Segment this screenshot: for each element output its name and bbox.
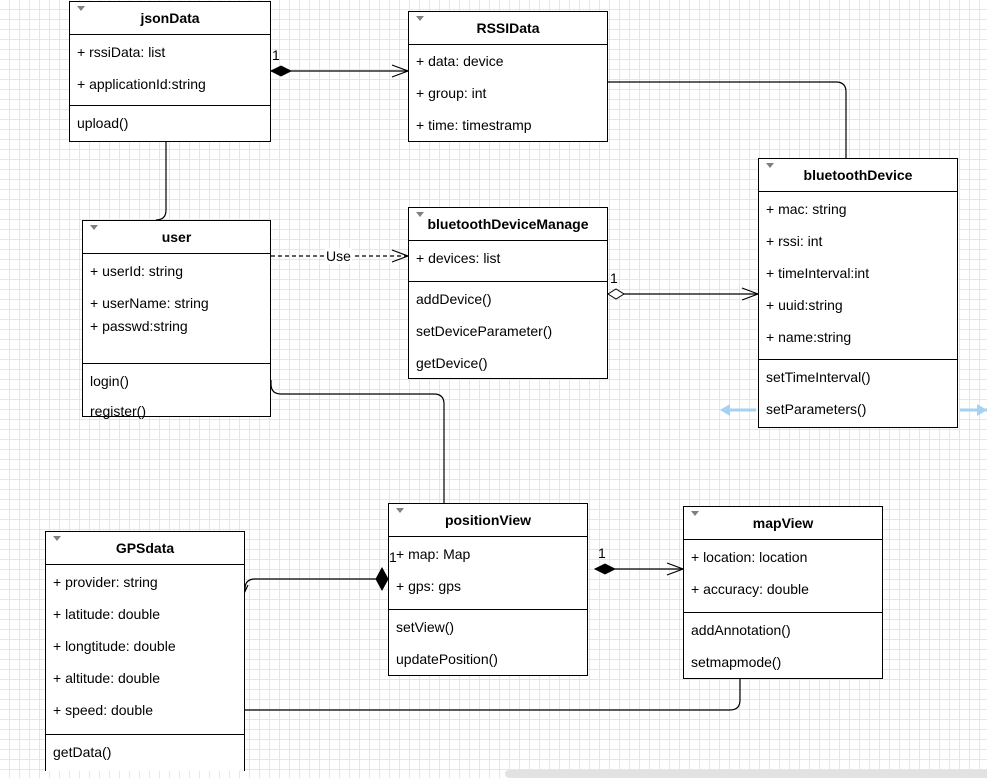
attribute-map[interactable]: + map: Map	[396, 546, 471, 562]
attribute-applicationid[interactable]: + applicationId:string	[77, 76, 206, 92]
multiplicity-position-map: 1	[598, 545, 606, 561]
attributes-section: + userId: string + userName: string + pa…	[83, 254, 270, 364]
class-name: GPSdata	[115, 540, 175, 556]
collapse-triangle-icon[interactable]	[53, 536, 61, 541]
selection-arrow-right[interactable]	[960, 404, 987, 416]
attribute-rssi[interactable]: + rssi: int	[766, 233, 823, 249]
horizontal-scrollbar[interactable]	[505, 770, 987, 778]
attribute-altitude[interactable]: + altitude: double	[53, 670, 161, 686]
class-gpsdata[interactable]: GPSdata + provider: string + latitude: d…	[45, 531, 245, 771]
attribute-name[interactable]: + name:string	[766, 329, 852, 345]
attributes-section: + map: Map + gps: gps	[389, 537, 587, 610]
attribute-timeinterval[interactable]: + timeInterval:int	[766, 265, 870, 281]
collapse-triangle-icon[interactable]	[766, 163, 774, 168]
methods-section: setView() updatePosition()	[389, 610, 587, 680]
positionview-diamond	[375, 566, 389, 592]
class-name: positionView	[444, 512, 532, 528]
class-name: bluetoothDeviceManage	[427, 216, 589, 232]
class-name: jsonData	[140, 10, 200, 26]
collapse-triangle-icon[interactable]	[90, 225, 98, 230]
method-login[interactable]: login()	[90, 373, 129, 389]
collapse-triangle-icon[interactable]	[416, 212, 424, 217]
method-setdeviceparameter[interactable]: setDeviceParameter()	[416, 323, 553, 339]
method-setview[interactable]: setView()	[396, 619, 455, 635]
attribute-passwd[interactable]: + passwd:string	[90, 318, 188, 334]
class-user[interactable]: user + userId: string + userName: string…	[82, 220, 271, 419]
class-name: bluetoothDevice	[803, 167, 913, 183]
methods-section: login() register()	[83, 364, 270, 426]
class-jsondata[interactable]: jsonData + rssiData: list + applicationI…	[69, 1, 271, 142]
attribute-location[interactable]: + location: location	[691, 549, 808, 565]
class-name: RSSIData	[476, 20, 540, 36]
method-getdevice[interactable]: getDevice()	[416, 355, 488, 371]
collapse-triangle-icon[interactable]	[416, 16, 424, 21]
edge-positionview-gpsdata[interactable]	[240, 578, 388, 601]
methods-section: addAnnotation() setmapmode()	[684, 613, 882, 683]
methods-section: setTimeInterval() setParameters()	[759, 360, 957, 430]
multiplicity-manage-device: 1	[610, 270, 618, 286]
class-bluetoothdevicemanage[interactable]: bluetoothDeviceManage + devices: list ad…	[408, 207, 608, 379]
attributes-section: + mac: string + rssi: int + timeInterval…	[759, 192, 957, 360]
class-name: mapView	[752, 515, 814, 531]
attributes-section: + devices: list	[409, 241, 607, 282]
attribute-time[interactable]: + time: timestramp	[416, 117, 532, 133]
attribute-speed[interactable]: + speed: double	[53, 702, 154, 718]
method-register[interactable]: register()	[90, 403, 147, 419]
class-positionview[interactable]: positionView + map: Map + gps: gps setVi…	[388, 503, 588, 676]
method-updateposition[interactable]: updatePosition()	[396, 651, 498, 667]
method-getdata[interactable]: getData()	[53, 744, 112, 760]
attributes-section: + location: location + accuracy: double	[684, 540, 882, 613]
selection-arrow-left[interactable]	[720, 404, 756, 416]
edge-mapview-gpsdata[interactable]	[245, 679, 741, 711]
collapse-triangle-icon[interactable]	[77, 6, 85, 11]
attribute-latitude[interactable]: + latitude: double	[53, 606, 161, 622]
multiplicity-jsondata-rssidata: 1	[272, 47, 280, 63]
method-setmapmode[interactable]: setmapmode()	[691, 654, 782, 670]
collapse-triangle-icon[interactable]	[396, 508, 404, 513]
class-name: user	[161, 229, 192, 245]
class-rssidata[interactable]: RSSIData + data: device + group: int + t…	[408, 11, 608, 142]
method-settimeinterval[interactable]: setTimeInterval()	[766, 369, 871, 385]
attributes-section: + provider: string + latitude: double + …	[46, 565, 244, 735]
use-dependency-label: Use	[325, 248, 352, 264]
attribute-provider[interactable]: + provider: string	[53, 574, 158, 590]
edge-rssidata-bluetoothdevice[interactable]	[608, 81, 847, 158]
attribute-devices[interactable]: + devices: list	[416, 250, 501, 266]
attribute-gps[interactable]: + gps: gps	[396, 578, 461, 594]
method-adddevice[interactable]: addDevice()	[416, 291, 492, 307]
methods-section: addDevice() setDeviceParameter() getDevi…	[409, 282, 607, 384]
method-setparameters[interactable]: setParameters()	[766, 401, 867, 417]
class-mapview[interactable]: mapView + location: location + accuracy:…	[683, 506, 883, 679]
attribute-accuracy[interactable]: + accuracy: double	[691, 581, 809, 597]
attribute-longtitude[interactable]: + longtitude: double	[53, 638, 176, 654]
attribute-mac[interactable]: + mac: string	[766, 201, 847, 217]
attributes-section: + data: device + group: int + time: time…	[409, 45, 607, 146]
attribute-username[interactable]: + userName: string	[90, 295, 209, 311]
method-upload[interactable]: upload()	[77, 115, 129, 131]
attribute-rssidata[interactable]: + rssiData: list	[77, 44, 166, 60]
method-addannotation[interactable]: addAnnotation()	[691, 622, 791, 638]
class-bluetoothdevice[interactable]: bluetoothDevice + mac: string + rssi: in…	[758, 158, 958, 428]
edge-jsondata-user[interactable]	[155, 142, 167, 221]
attribute-uuid[interactable]: + uuid:string	[766, 297, 843, 313]
collapse-triangle-icon[interactable]	[691, 511, 699, 516]
methods-section: getData()	[46, 735, 244, 773]
attribute-data[interactable]: + data: device	[416, 53, 504, 69]
attribute-userid[interactable]: + userId: string	[90, 263, 183, 279]
methods-section: upload()	[70, 106, 270, 144]
attributes-section: + rssiData: list + applicationId:string	[70, 35, 270, 106]
attribute-group[interactable]: + group: int	[416, 85, 487, 101]
multiplicity-position-gps: 1	[389, 549, 397, 565]
edge-user-positionview[interactable]	[270, 380, 445, 503]
